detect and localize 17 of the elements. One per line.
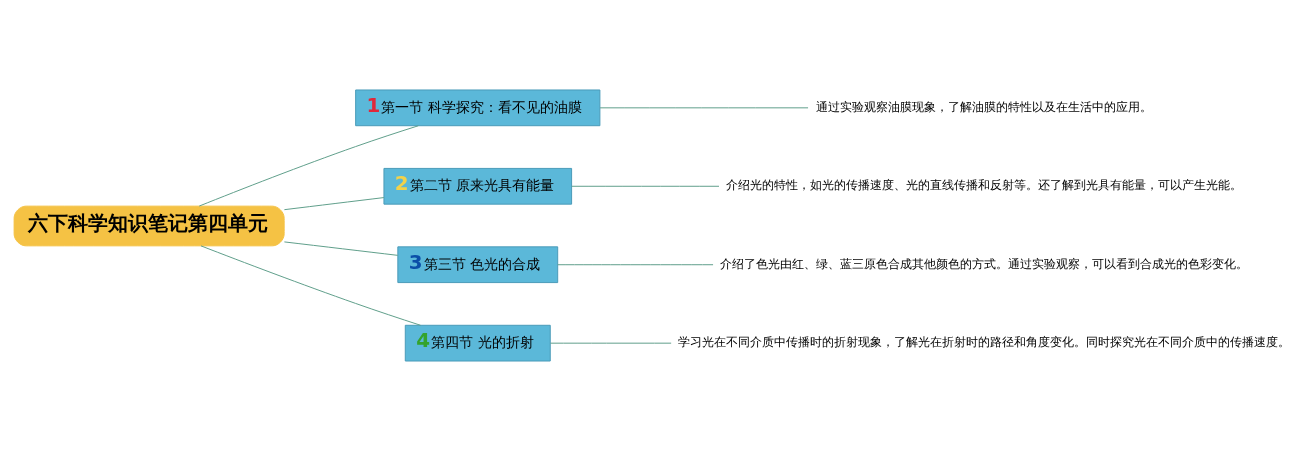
node-text: 介绍了色光由红、绿、蓝三原色合成其他颜色的方式。通过实验观察，可以看到合成光的色彩变化。 xyxy=(719,256,1248,271)
connector xyxy=(283,196,385,210)
node-box: 3 第三节 色光的合成 xyxy=(397,245,559,283)
node-box: 1第一节 科学探究：看不见的油膜 xyxy=(355,88,601,126)
node-text: 学习光在不同介质中传播时的折射现象，了解光在折射时的路径和角度变化。同时探究光在不同介质中的传播速度。 xyxy=(677,334,1290,349)
node-text: 通过实验观察油膜现象，了解油膜的特性以及在生活中的应用。 xyxy=(815,99,1152,114)
connector xyxy=(557,263,714,265)
connector xyxy=(283,240,399,256)
node-box: 六下科学知识笔记第四单元 xyxy=(13,205,285,246)
connector xyxy=(200,244,421,326)
node-box: 4第四节 光的折射 xyxy=(404,324,551,362)
connector xyxy=(571,185,720,187)
connector xyxy=(599,106,809,108)
connector xyxy=(198,124,419,207)
node-box: 2 第二节 原来光具有能量 xyxy=(383,167,573,205)
node-text: 介绍光的特性，如光的传播速度、光的直线传播和反射等。还了解到光具有能量，可以产生光能。 xyxy=(725,177,1242,192)
connector xyxy=(549,342,672,344)
